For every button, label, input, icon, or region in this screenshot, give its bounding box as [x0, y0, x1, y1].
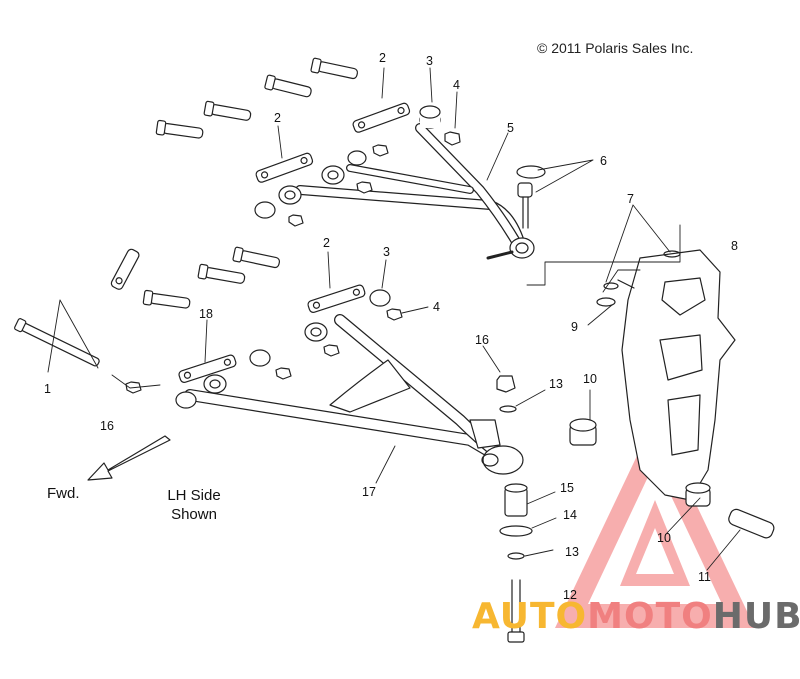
bracket — [352, 102, 411, 133]
callout-2: 2 — [274, 111, 281, 125]
forward-label: Fwd. — [47, 485, 80, 502]
pin — [728, 508, 775, 539]
callout-13: 13 — [565, 545, 579, 559]
bushing — [254, 201, 276, 219]
bolt — [264, 74, 312, 98]
nut — [496, 375, 516, 393]
callout-13: 13 — [549, 377, 563, 391]
lower-hardware — [125, 284, 517, 413]
nut — [288, 214, 304, 227]
bushing — [369, 289, 391, 307]
callout-16: 16 — [100, 419, 114, 433]
watermark-hub: HUB — [712, 596, 800, 637]
lower-bolts — [14, 246, 281, 367]
callout-3: 3 — [383, 245, 390, 259]
bushing — [249, 349, 271, 367]
callout-18: 18 — [199, 307, 213, 321]
bushing — [175, 391, 197, 409]
callout-16: 16 — [475, 333, 489, 347]
ball-joint — [516, 165, 546, 229]
bushing — [347, 150, 367, 166]
nut — [356, 181, 373, 194]
callout-10: 10 — [583, 372, 597, 386]
callout-7: 7 — [627, 192, 634, 206]
callout-12: 12 — [563, 588, 577, 602]
bracket — [178, 354, 237, 383]
callout-11: 11 — [698, 570, 711, 584]
watermark-triangle — [555, 418, 755, 628]
washer — [499, 405, 517, 413]
callout-2: 2 — [379, 51, 386, 65]
callout-3: 3 — [426, 54, 433, 68]
upper-bolts — [155, 57, 359, 139]
forward-arrow — [87, 435, 171, 481]
knuckle-bushings — [569, 418, 775, 539]
nut — [323, 344, 340, 357]
nut — [386, 308, 403, 321]
bolt — [310, 57, 359, 80]
callout-5: 5 — [507, 121, 514, 135]
bushing — [321, 165, 345, 185]
lower-stack — [499, 483, 533, 643]
watermark-logo: AUTOMOTOHUB — [472, 596, 800, 637]
steering-knuckle — [596, 249, 736, 501]
callout-17: 17 — [362, 485, 376, 499]
callout-1: 1 — [44, 382, 51, 396]
callout-9: 9 — [571, 320, 578, 334]
bushing — [419, 105, 441, 129]
nut — [444, 131, 461, 146]
bolt — [14, 318, 100, 367]
nut — [372, 144, 389, 157]
upper-hardware — [254, 102, 461, 227]
bolt — [155, 119, 204, 139]
callout-4: 4 — [433, 300, 440, 314]
bolt — [197, 263, 246, 284]
watermark-moto: MOTO — [587, 596, 713, 637]
upper-a-arm — [295, 123, 535, 260]
callout-4: 4 — [453, 78, 460, 92]
leader-lines — [47, 67, 741, 571]
bushing — [569, 418, 597, 446]
bolt — [203, 100, 252, 121]
callout-14: 14 — [563, 508, 577, 522]
callout-6: 6 — [600, 154, 607, 168]
callout-15: 15 — [560, 481, 574, 495]
callout-10: 10 — [657, 531, 671, 545]
copyright-notice: © 2011 Polaris Sales Inc. — [537, 40, 694, 56]
bushing — [685, 482, 711, 507]
lower-a-arm — [184, 314, 524, 475]
bushing — [203, 374, 227, 394]
bracket — [255, 152, 314, 183]
bushing — [304, 322, 328, 342]
bolt — [232, 246, 281, 269]
side-shown-label: LH Side Shown — [158, 486, 230, 524]
bushing — [278, 185, 302, 205]
callout-2: 2 — [323, 236, 330, 250]
side-label-line2: Shown — [171, 506, 217, 523]
bracket — [307, 284, 366, 313]
nut — [275, 367, 292, 380]
bracket — [110, 248, 140, 290]
callout-8: 8 — [731, 239, 738, 253]
bolt — [142, 289, 191, 309]
watermark-auto: AUTO — [472, 596, 588, 637]
side-label-line1: LH Side — [167, 487, 221, 504]
